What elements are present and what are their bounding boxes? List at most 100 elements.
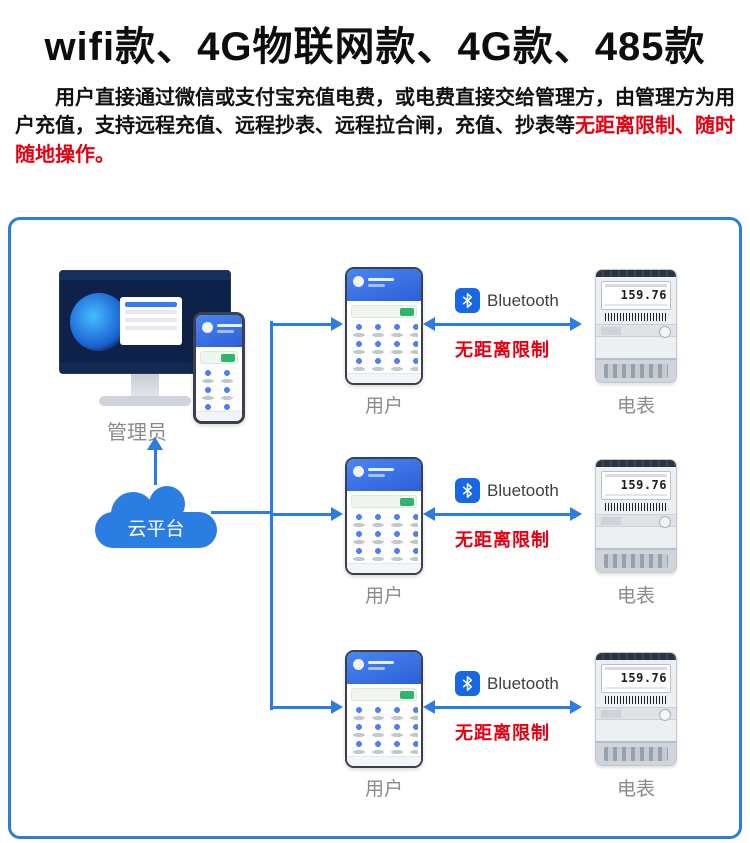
meter-top-strip <box>596 460 676 467</box>
electric-meter: 159.76 <box>595 269 677 383</box>
phone-balance-card <box>351 688 417 701</box>
user-phone <box>345 650 423 768</box>
intro-text: 用户直接通过微信或支付宝充值电费，或电费直接交给管理方，由管理方为用户充值，支持… <box>15 87 735 138</box>
meter-seal-band <box>596 707 676 722</box>
range-label: 无距离限制 <box>455 723 550 743</box>
meter-top-strip <box>596 653 676 660</box>
phone-app-grid <box>350 512 418 562</box>
meter-lcd-line <box>605 687 667 690</box>
diagram-row: 用户 Bluetooth 无距离限制 159.76 电表 <box>11 650 739 802</box>
meter-barcode <box>605 503 667 512</box>
dashboard-dialog <box>120 297 182 345</box>
meter-barcode <box>605 313 667 322</box>
meter-lcd-line <box>605 474 667 477</box>
cloud-to-admin-line <box>154 449 157 485</box>
branch-line <box>270 323 332 326</box>
phone-header-line <box>368 667 385 670</box>
user-phone <box>345 457 423 575</box>
range-arrowhead-left <box>423 700 435 714</box>
branch-line <box>270 513 332 516</box>
phone-header <box>196 315 242 347</box>
phone-nav-bar <box>347 373 421 383</box>
phone-header-line <box>368 468 394 471</box>
meter-terminals <box>596 741 676 765</box>
electric-meter: 159.76 <box>595 459 677 573</box>
admin-monitor-screen <box>59 270 231 374</box>
bluetooth-icon <box>455 671 480 696</box>
bluetooth-label: Bluetooth <box>487 291 559 310</box>
user-label: 用户 <box>364 396 403 417</box>
phone-header-line <box>368 284 385 287</box>
phone-header-line <box>368 278 394 281</box>
bluetooth-icon <box>455 288 480 313</box>
cloud-body <box>95 512 217 548</box>
branch-arrowhead <box>331 507 343 521</box>
cloud-to-trunk-line <box>211 511 273 514</box>
meter-lcd: 159.76 <box>601 281 671 311</box>
monitor-stand-neck <box>131 374 159 396</box>
meter-terminals <box>596 358 676 382</box>
bluetooth-icon <box>455 478 480 503</box>
phone-app-grid <box>199 368 239 418</box>
meter-reading: 159.76 <box>620 288 667 302</box>
range-arrowhead-right <box>570 700 582 714</box>
meter-reading: 159.76 <box>620 478 667 492</box>
range-arrowhead-left <box>423 317 435 331</box>
avatar-icon <box>353 466 364 477</box>
range-label: 无距离限制 <box>455 530 550 550</box>
user-label: 用户 <box>364 779 403 800</box>
intro-paragraph: 用户直接通过微信或支付宝充值电费，或电费直接交给管理方，由管理方为用户充值，支持… <box>15 84 735 169</box>
meter-seal-band <box>596 324 676 339</box>
phone-header <box>347 459 421 491</box>
meter-terminals <box>596 548 676 572</box>
diagram-panel: 管理员 云平台 用户 Bluetooth 无 <box>8 217 742 839</box>
phone-nav-bar <box>347 563 421 573</box>
meter-lcd: 159.76 <box>601 471 671 501</box>
cloud-to-admin-arrowhead <box>147 437 163 450</box>
branch-arrowhead <box>331 700 343 714</box>
meter-lcd: 159.76 <box>601 664 671 694</box>
meter-lcd-line <box>605 667 667 670</box>
phone-balance-card <box>200 351 238 364</box>
user-label: 用户 <box>364 586 403 607</box>
admin-phone <box>193 312 245 424</box>
meter-top-strip <box>596 270 676 277</box>
phone-balance-card <box>351 305 417 318</box>
diagram-row: 用户 Bluetooth 无距离限制 159.76 电表 <box>11 267 739 419</box>
dashboard-globe-graphic <box>70 293 128 351</box>
phone-app-grid <box>350 705 418 755</box>
phone-app-grid <box>350 322 418 372</box>
meter-label: 电表 <box>616 779 655 800</box>
range-arrow-line <box>434 513 571 516</box>
phone-header-line <box>217 330 234 333</box>
avatar-icon <box>353 276 364 287</box>
range-label: 无距离限制 <box>455 340 550 360</box>
bluetooth-label: Bluetooth <box>487 481 559 500</box>
phone-nav-bar <box>196 411 242 421</box>
bluetooth-label: Bluetooth <box>487 674 559 693</box>
electric-meter: 159.76 <box>595 652 677 766</box>
avatar-icon <box>353 659 364 670</box>
cloud-shape: 云平台 <box>95 486 217 548</box>
page-title: wifi款、4G物联网款、4G款、485款 <box>44 25 706 69</box>
meter-lcd-line <box>605 494 667 497</box>
meter-seal-band <box>596 514 676 529</box>
range-arrow-line <box>434 323 571 326</box>
diagram-row: 用户 Bluetooth 无距离限制 159.76 电表 <box>11 457 739 609</box>
range-arrowhead-right <box>570 507 582 521</box>
monitor-stand-base <box>99 396 191 406</box>
cloud-label: 云平台 <box>127 519 185 540</box>
range-arrowhead-left <box>423 507 435 521</box>
user-phone <box>345 267 423 385</box>
meter-lcd-line <box>605 284 667 287</box>
phone-balance-card <box>351 495 417 508</box>
avatar-icon <box>202 322 213 333</box>
range-arrowhead-right <box>570 317 582 331</box>
range-arrow-line <box>434 706 571 709</box>
phone-header <box>347 652 421 684</box>
branch-arrowhead <box>331 317 343 331</box>
meter-lcd-line <box>605 304 667 307</box>
phone-header-line <box>368 474 385 477</box>
branch-line <box>270 706 332 709</box>
phone-header-line <box>368 661 394 664</box>
